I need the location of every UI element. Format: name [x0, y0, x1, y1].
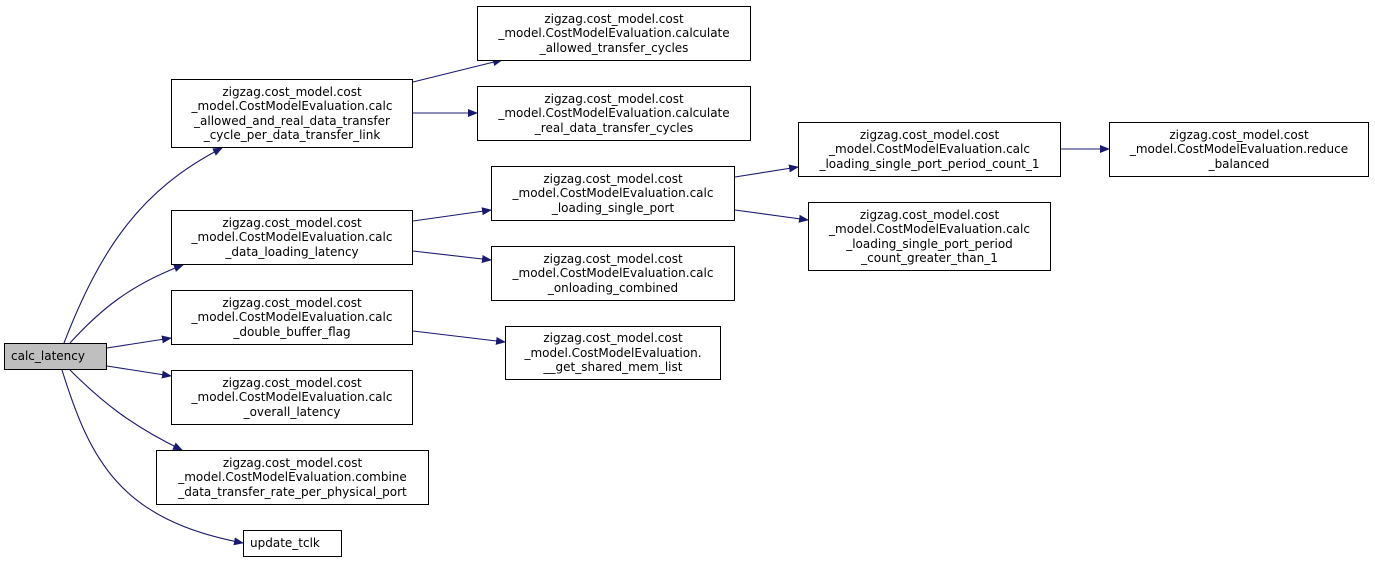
node-label-line: _double_buffer_flag: [233, 324, 351, 339]
node-calc-latency[interactable]: calc_latency: [4, 343, 107, 370]
edge-calc_data_loading_latency-to-calc_onloading_combined: [412, 250, 492, 263]
node-label-line: zigzag.cost_model.cost: [543, 331, 683, 346]
node-label-line: zigzag.cost_model.cost: [222, 215, 362, 230]
node-period-count-gt-1[interactable]: zigzag.cost_model.cost_model.CostModelEv…: [808, 202, 1051, 271]
node-label-line: _model.CostModelEvaluation.calc: [829, 142, 1030, 157]
edge-calc_latency-to-calc_allowed_and_real: [63, 147, 223, 344]
node-calc-overall-latency[interactable]: zigzag.cost_model.cost_model.CostModelEv…: [171, 370, 413, 425]
node-label-line: zigzag.cost_model.cost: [1169, 127, 1309, 142]
node-label-line: _model.CostModelEvaluation.calculate: [498, 26, 730, 41]
node-period-count-1[interactable]: zigzag.cost_model.cost_model.CostModelEv…: [798, 122, 1061, 177]
node-label-line: _model.CostModelEvaluation.calc: [512, 266, 714, 281]
edge-calc_allowed_and_real-to-calculate_allowed: [412, 58, 503, 83]
node-label-line: _data_transfer_rate_per_physical_port: [178, 484, 407, 499]
node-label-line: __get_shared_mem_list: [543, 360, 683, 375]
node-label-line: _allowed_and_real_data_transfer: [194, 113, 390, 128]
node-label-line: _model.CostModelEvaluation.calc: [191, 99, 393, 113]
node-combine-rate[interactable]: zigzag.cost_model.cost_model.CostModelEv…: [156, 450, 429, 505]
node-label-line: calc_latency: [11, 349, 85, 364]
node-calc-loading-single-port[interactable]: zigzag.cost_model.cost_model.CostModelEv…: [491, 166, 735, 221]
edge-calc_latency-to-combine_rate: [69, 369, 183, 451]
node-label-line: update_tclk: [250, 536, 320, 551]
node-label-line: zigzag.cost_model.cost: [543, 251, 683, 266]
node-label-line: _loading_single_port_period_count_1: [819, 156, 1040, 171]
node-calculate-allowed[interactable]: zigzag.cost_model.cost_model.CostModelEv…: [477, 6, 751, 61]
node-label-line: zigzag.cost_model.cost: [544, 91, 684, 106]
node-label-line: _model.CostModelEvaluation.calc: [191, 390, 393, 405]
node-calc-double-buffer-flag[interactable]: zigzag.cost_model.cost_model.CostModelEv…: [171, 290, 413, 345]
edge-calc_loading_single_port-to-period_count_gt_1: [734, 209, 809, 223]
node-label-line: _model.CostModelEvaluation.calculate: [498, 106, 730, 121]
node-label-line: _cycle_per_data_transfer_link: [203, 128, 381, 142]
edge-calc_loading_single_port-to-period_count_1: [734, 164, 799, 178]
node-get-shared-mem-list[interactable]: zigzag.cost_model.cost_model.CostModelEv…: [505, 326, 721, 380]
node-label-line: _model.CostModelEvaluation.: [524, 345, 702, 360]
node-label-line: zigzag.cost_model.cost: [859, 127, 1000, 142]
edges-group: [61, 58, 1110, 546]
node-label-line: zigzag.cost_model.cost: [543, 171, 683, 186]
node-label-line: zigzag.cost_model.cost: [859, 207, 1000, 222]
node-label-line: _overall_latency: [243, 404, 341, 419]
node-label-line: zigzag.cost_model.cost: [222, 455, 363, 470]
node-calculate-real[interactable]: zigzag.cost_model.cost_model.CostModelEv…: [477, 86, 751, 141]
node-label-line: _allowed_transfer_cycles: [539, 40, 689, 55]
node-label-line: _model.CostModelEvaluation.calc: [191, 310, 393, 325]
node-label-line: _count_greater_than_1: [861, 251, 998, 265]
node-label-line: _loading_single_port_period: [846, 236, 1013, 251]
node-label-line: zigzag.cost_model.cost: [544, 11, 684, 26]
node-label-line: _onloading_combined: [547, 280, 679, 295]
edge-calc_latency-to-calc_overall_latency: [106, 365, 172, 379]
node-calc-data-loading-latency[interactable]: zigzag.cost_model.cost_model.CostModelEv…: [171, 210, 413, 265]
node-calc-onloading-combined[interactable]: zigzag.cost_model.cost_model.CostModelEv…: [491, 246, 735, 301]
node-calc-allowed-and-real[interactable]: zigzag.cost_model.cost_model.CostModelEv…: [171, 79, 413, 148]
node-label-line: zigzag.cost_model.cost: [222, 375, 362, 390]
edge-calc_double_buffer_flag-to-get_shared_mem_list: [412, 330, 506, 345]
edge-calc_latency-to-calc_data_loading_latency: [69, 264, 184, 344]
node-label-line: zigzag.cost_model.cost: [222, 295, 362, 310]
edge-calc_latency-to-update_tclk: [61, 369, 244, 546]
node-label-line: _real_data_transfer_cycles: [534, 120, 694, 135]
node-update-tclk[interactable]: update_tclk: [243, 530, 342, 557]
edge-calc_latency-to-calc_double_buffer_flag: [106, 335, 172, 349]
node-label-line: _model.CostModelEvaluation.calc: [512, 186, 714, 201]
node-label-line: _model.CostModelEvaluation.calc: [829, 222, 1030, 236]
node-label-line: _data_loading_latency: [225, 244, 359, 259]
edge-calc_data_loading_latency-to-calc_loading_single_port: [412, 207, 492, 222]
node-label-line: _model.CostModelEvaluation.reduce: [1129, 142, 1349, 157]
node-label-line: _balanced: [1208, 156, 1270, 171]
node-reduce-balanced[interactable]: zigzag.cost_model.cost_model.CostModelEv…: [1109, 122, 1369, 177]
node-label-line: _model.CostModelEvaluation.calc: [191, 230, 393, 245]
node-label-line: zigzag.cost_model.cost: [222, 84, 362, 99]
node-label-line: _model.CostModelEvaluation.combine: [178, 470, 407, 485]
node-label-line: _loading_single_port: [551, 200, 675, 215]
